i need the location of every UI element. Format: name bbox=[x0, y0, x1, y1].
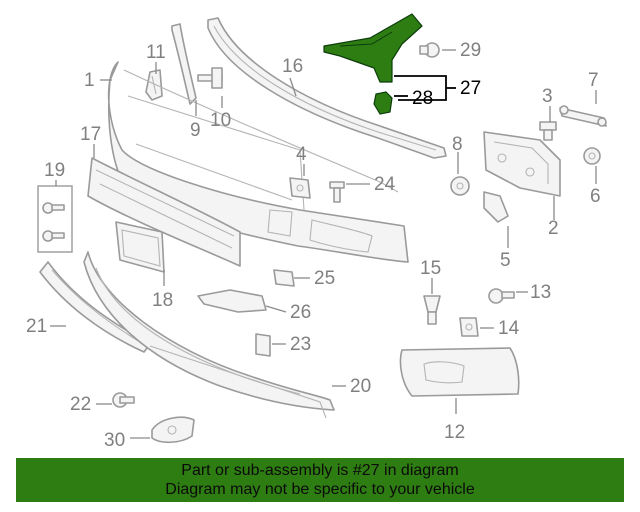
part-end-cap[interactable] bbox=[399, 347, 520, 397]
callout-4: 4 bbox=[296, 144, 307, 165]
part-small-bracket[interactable] bbox=[145, 69, 163, 101]
callout-3: 3 bbox=[542, 86, 553, 107]
callout-numbers: 1 2 3 4 5 6 7 8 11 9 10 12 13 14 15 16 1… bbox=[26, 40, 601, 451]
part-mounting-bracket[interactable] bbox=[483, 131, 561, 197]
part-nut-8[interactable] bbox=[450, 176, 470, 196]
part-bracket-rod[interactable] bbox=[559, 105, 607, 127]
part-bolt-22[interactable] bbox=[112, 392, 135, 408]
callout-6: 6 bbox=[590, 186, 601, 207]
part-28-highlight[interactable] bbox=[373, 91, 393, 115]
part-valance-bar[interactable] bbox=[87, 157, 241, 267]
part-shield-26[interactable] bbox=[197, 289, 267, 313]
callout-25: 25 bbox=[314, 268, 335, 289]
leader-lines bbox=[50, 49, 597, 439]
part-vertical-strip[interactable] bbox=[171, 23, 197, 105]
bumper-exploded-diagram: 1 2 3 4 5 6 7 8 11 9 10 12 13 14 15 16 1… bbox=[26, 13, 607, 451]
part-license-bracket[interactable] bbox=[115, 221, 165, 273]
callout-24: 24 bbox=[374, 174, 396, 195]
callout-27: 27 bbox=[460, 78, 481, 99]
info-banner: Part or sub-assembly is #27 in diagram D… bbox=[16, 458, 624, 502]
part-clip-23[interactable] bbox=[255, 333, 271, 357]
part-clip-4[interactable] bbox=[289, 177, 311, 199]
callout-28: 28 bbox=[412, 88, 433, 109]
callout-2: 2 bbox=[548, 218, 559, 239]
callout-14: 14 bbox=[498, 318, 520, 339]
callout-9: 9 bbox=[190, 120, 201, 141]
callout-17: 17 bbox=[80, 124, 101, 145]
callout-12: 12 bbox=[444, 422, 465, 443]
callout-1: 1 bbox=[84, 70, 95, 91]
callout-10: 10 bbox=[210, 110, 231, 131]
part-bolt-13[interactable] bbox=[488, 288, 515, 304]
callout-19: 19 bbox=[44, 160, 65, 181]
part-push-pin[interactable] bbox=[423, 295, 441, 325]
callout-22: 22 bbox=[70, 394, 91, 415]
part-bracket-5[interactable] bbox=[483, 191, 509, 223]
callout-13: 13 bbox=[530, 282, 551, 303]
callout-30: 30 bbox=[104, 430, 125, 451]
part-tow-hook[interactable] bbox=[151, 416, 195, 444]
part-bolt-3[interactable] bbox=[539, 121, 557, 141]
callout-20: 20 bbox=[350, 376, 371, 397]
callout-18: 18 bbox=[152, 290, 173, 311]
part-fastener-29[interactable] bbox=[419, 42, 440, 58]
part-nut-clip[interactable] bbox=[459, 317, 479, 337]
banner-line-disclaimer: Diagram may not be specific to your vehi… bbox=[165, 481, 475, 498]
callout-11: 11 bbox=[146, 42, 166, 63]
callout-26: 26 bbox=[290, 302, 311, 323]
part-nut-6[interactable] bbox=[583, 147, 601, 165]
part-clip-25[interactable] bbox=[273, 269, 295, 287]
banner-line-part-info: Part or sub-assembly is #27 in diagram bbox=[181, 462, 459, 479]
callout-8: 8 bbox=[452, 134, 463, 155]
callout-23: 23 bbox=[290, 334, 311, 355]
part-fastener-set[interactable] bbox=[37, 185, 73, 253]
part-bolt-24[interactable] bbox=[329, 181, 345, 203]
callout-29: 29 bbox=[460, 40, 481, 61]
callout-5: 5 bbox=[500, 250, 511, 271]
callout-7: 7 bbox=[588, 70, 599, 91]
callout-21: 21 bbox=[26, 316, 47, 337]
part-air-deflector[interactable] bbox=[83, 251, 335, 419]
part-27-highlight[interactable] bbox=[323, 13, 423, 83]
callout-16: 16 bbox=[282, 56, 303, 77]
part-reinforcement-bar[interactable] bbox=[207, 17, 447, 159]
callout-15: 15 bbox=[420, 258, 441, 279]
part-bolt-10[interactable] bbox=[197, 67, 223, 89]
